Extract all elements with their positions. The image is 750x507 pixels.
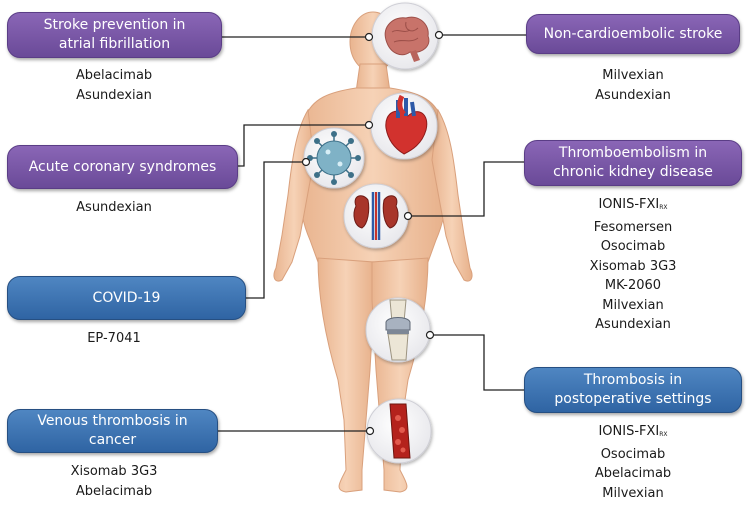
drug-label: Abelacimab	[75, 483, 153, 499]
connector-ckd	[408, 161, 524, 217]
virus-icon	[303, 127, 365, 189]
connector-postop	[430, 334, 524, 391]
condition-box-covid: COVID-19	[7, 276, 246, 320]
drug-name: IONIS-FXIRX	[563, 422, 703, 445]
drug-name: Xisomab 3G3	[563, 257, 703, 277]
drug-label: Milvexian	[602, 68, 664, 83]
drug-name: EP-7041	[44, 329, 184, 349]
drug-label: EP-7041	[87, 331, 141, 346]
drug-label: Milvexian	[602, 297, 664, 313]
drug-label: Osocimab	[600, 239, 666, 254]
drug-label: Xisomab 3G3	[70, 464, 158, 479]
drug-label: Xisomab 3G3	[589, 258, 677, 274]
drug-label: Milvexian	[602, 485, 664, 501]
drug-name: Asundexian	[44, 198, 184, 218]
condition-box-af: Stroke prevention in atrial fibrillation	[7, 12, 222, 58]
drug-list-acs: Asundexian	[44, 198, 184, 218]
drug-name: Abelacimab	[563, 464, 703, 484]
drug-name: Asundexian	[563, 86, 703, 106]
drug-name: Asundexian	[44, 86, 184, 106]
drug-name: Asundexian	[563, 315, 703, 335]
condition-box-ckd: Thromboembolism in chronic kidney diseas…	[524, 140, 742, 186]
drug-name: Milvexian	[563, 296, 703, 316]
drug-label: Fesomersen	[593, 219, 673, 235]
drug-subscript: RX	[659, 204, 668, 211]
drug-label: IONIS-FXI	[598, 424, 660, 439]
drug-label: Asundexian	[76, 87, 152, 103]
drug-name: Abelacimab	[44, 482, 184, 502]
drug-list-covid: EP-7041	[44, 329, 184, 349]
drug-name: Milvexian	[563, 484, 703, 504]
drug-name: IONIS-FXIRX	[563, 195, 703, 218]
drug-label: Asundexian	[595, 87, 671, 103]
drug-name: MK-2060	[563, 276, 703, 296]
brain-icon	[371, 2, 439, 70]
drug-name: Milvexian	[563, 66, 703, 86]
kidney-icon	[343, 183, 409, 249]
drug-name: Xisomab 3G3	[44, 462, 184, 482]
condition-box-ncs: Non-cardioembolic stroke	[526, 14, 740, 54]
drug-label: Osocimab	[600, 446, 666, 462]
connector-endpoints	[301, 30, 444, 436]
drug-name: Fesomersen	[563, 218, 703, 238]
drug-name: Osocimab	[563, 237, 703, 257]
drug-subscript: RX	[659, 431, 668, 438]
connector-covid	[246, 161, 306, 299]
drug-label: Asundexian	[595, 317, 671, 332]
knee-joint-icon	[365, 297, 431, 363]
drug-label: IONIS-FXI	[598, 197, 660, 212]
connector-acs	[238, 124, 369, 167]
drug-label: Abelacimab	[75, 68, 153, 83]
heart-icon	[370, 92, 438, 160]
vein-icon	[366, 398, 432, 464]
drug-name: Abelacimab	[44, 66, 184, 86]
drug-label: Asundexian	[76, 200, 152, 215]
connector-lines	[218, 34, 526, 432]
condition-box-acs: Acute coronary syndromes	[7, 145, 238, 189]
drug-name: Osocimab	[563, 445, 703, 465]
drug-label: Abelacimab	[594, 466, 672, 481]
condition-box-postop: Thrombosis in postoperative settings	[524, 367, 742, 413]
drug-label: MK-2060	[604, 278, 662, 293]
condition-box-cancer: Venous thrombosis in cancer	[7, 409, 218, 453]
